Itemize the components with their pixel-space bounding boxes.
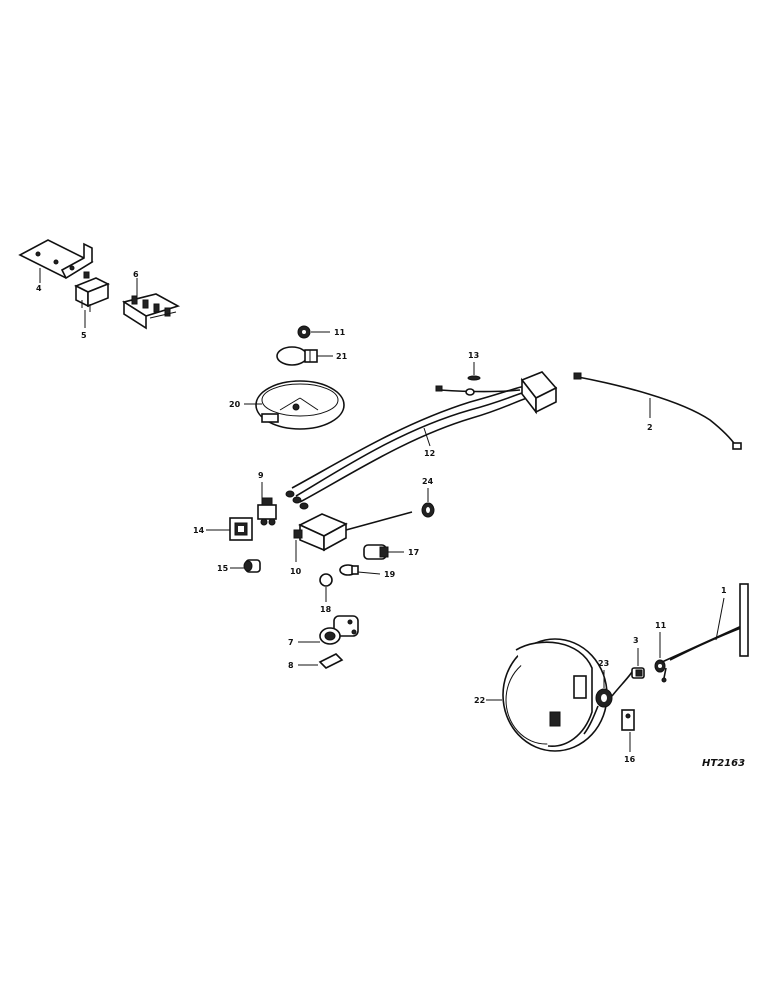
callout-8: 8	[288, 661, 294, 670]
bracket-part	[18, 239, 94, 280]
wiring-harness-part	[285, 371, 558, 510]
headlamp-housing-part	[502, 638, 608, 752]
callout-17: 17	[408, 548, 419, 557]
socket-part	[363, 544, 389, 560]
callout-16: 16	[624, 755, 636, 764]
figure-reference-code: HT2163	[702, 758, 745, 769]
connector-part	[631, 667, 645, 679]
callout-11-lower: 11	[655, 621, 667, 630]
callout-20: 20	[229, 400, 241, 409]
callout-4: 4	[36, 284, 42, 293]
clamp-part	[621, 709, 635, 731]
callout-7: 7	[288, 638, 294, 647]
relay-part	[74, 271, 110, 312]
toggle-switch-part	[257, 497, 277, 526]
clip-part	[467, 375, 481, 381]
callout-1: 1	[721, 586, 727, 595]
callout-15: 15	[217, 564, 229, 573]
callout-19: 19	[384, 570, 396, 579]
callout-9: 9	[258, 471, 264, 480]
bulb-part	[276, 346, 318, 366]
grommet-part	[297, 325, 311, 339]
grommet-lower-part	[654, 659, 666, 673]
ignition-switch-part	[319, 615, 359, 645]
nut-part	[421, 502, 435, 518]
lamp-bracket-part	[661, 583, 749, 683]
callout-2: 2	[647, 423, 653, 432]
callout-22: 22	[474, 696, 485, 705]
callout-3: 3	[633, 636, 639, 645]
grommet-lamp-part	[583, 671, 633, 735]
callout-21: 21	[336, 352, 348, 361]
callout-5: 5	[81, 331, 87, 340]
fuse-block-part	[121, 293, 181, 330]
callout-24: 24	[422, 477, 434, 486]
callout-23: 23	[598, 659, 609, 668]
reflector-part	[255, 380, 345, 430]
callout-11-top: 11	[334, 328, 346, 337]
callout-13: 13	[468, 351, 479, 360]
callout-14: 14	[193, 526, 205, 535]
key-part	[318, 653, 344, 669]
callout-6: 6	[133, 270, 139, 279]
callout-18: 18	[320, 605, 332, 614]
rocker-switch-part	[293, 511, 413, 552]
callout-12: 12	[424, 449, 435, 458]
callout-10: 10	[290, 567, 302, 576]
small-bulb-part	[339, 564, 359, 576]
switch-plate-part	[229, 517, 253, 541]
lens-cap-part	[319, 573, 333, 587]
extension-wire-part	[573, 372, 742, 450]
knob-part	[243, 559, 261, 573]
